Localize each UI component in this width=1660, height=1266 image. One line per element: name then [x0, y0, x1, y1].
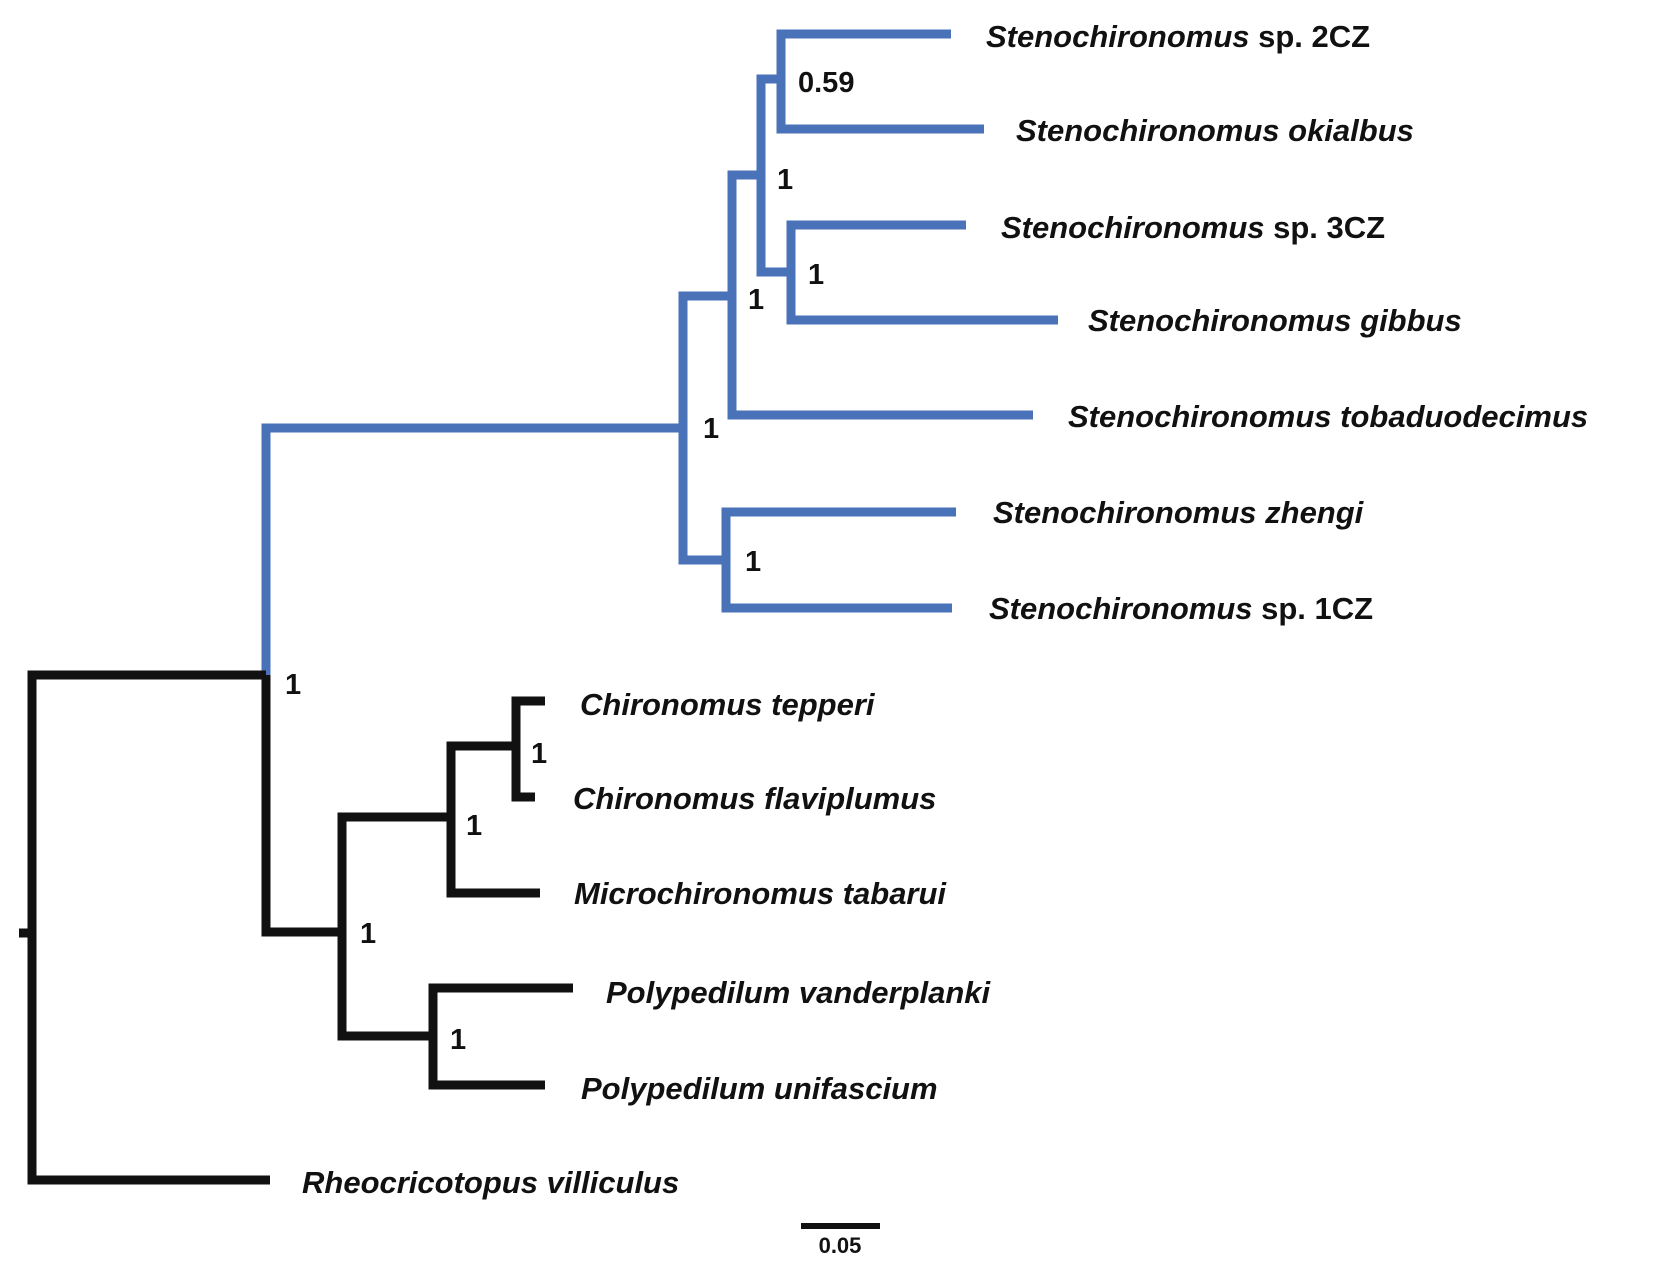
- scale-bar-label: 0.05: [819, 1233, 862, 1258]
- taxon-label-microchironomus-tabarui: Microchironomus tabarui: [574, 876, 947, 911]
- taxon-label-steno-gibbus: Stenochironomus gibbus: [1088, 303, 1462, 338]
- support-3cz-gibbus: 1: [808, 259, 824, 291]
- branch-chironomus-3: [446, 741, 540, 898]
- taxon-label-chironomus-tepperi: Chironomus tepperi: [580, 687, 876, 722]
- support-steno-5: 1: [748, 284, 764, 316]
- support-chironomus-3: 1: [466, 810, 482, 842]
- branch-steno-7: [678, 291, 732, 565]
- taxon-label-chironomus-flaviplumus: Chironomus flaviplumus: [573, 781, 936, 816]
- support-steno-7: 1: [703, 413, 719, 445]
- branch-3cz-gibbus: [786, 220, 1058, 325]
- taxon-label-steno-sp-3cz: Stenochironomus sp. 3CZ: [1001, 210, 1385, 245]
- branch-chironomus-pair: [511, 696, 545, 802]
- taxon-label-steno-sp-1cz: Stenochironomus sp. 1CZ: [989, 591, 1373, 626]
- taxon-label-polypedilum-vanderplanki: Polypedilum vanderplanki: [606, 975, 992, 1010]
- taxon-label-steno-sp-2cz: Stenochironomus sp. 2CZ: [986, 19, 1370, 54]
- branch-2cz-okialbus: [776, 29, 984, 134]
- branch-steno-4: [756, 74, 791, 277]
- taxon-label-steno-okialbus: Stenochironomus okialbus: [1016, 113, 1414, 148]
- taxon-label-steno-tobaduodecimus: Stenochironomus tobaduodecimus: [1068, 399, 1588, 434]
- support-ingroup: 1: [285, 669, 301, 701]
- support-steno-4: 1: [777, 164, 793, 196]
- taxon-label-rheocricotopus-villiculus: Rheocricotopus villiculus: [302, 1165, 679, 1200]
- branch-chironomini-5: [337, 812, 451, 1041]
- branch-chironomini: [261, 675, 342, 937]
- support-chironomini-5: 1: [360, 918, 376, 950]
- support-chironomus-pair: 1: [531, 738, 547, 770]
- branch-steno-6: [727, 170, 1033, 420]
- branch-zhengi-1cz: [721, 507, 956, 613]
- taxon-label-polypedilum-unifascium: Polypedilum unifascium: [581, 1071, 938, 1106]
- branch-steno-crown: [261, 423, 683, 675]
- taxon-label-steno-zhengi: Stenochironomus zhengi: [993, 495, 1365, 530]
- support-2cz-okialbus: 0.59: [798, 67, 854, 99]
- branch-root: [27, 670, 270, 1185]
- support-polypedilum: 1: [450, 1024, 466, 1056]
- support-zhengi-1cz: 1: [745, 546, 761, 578]
- branch-polypedilum: [428, 983, 573, 1090]
